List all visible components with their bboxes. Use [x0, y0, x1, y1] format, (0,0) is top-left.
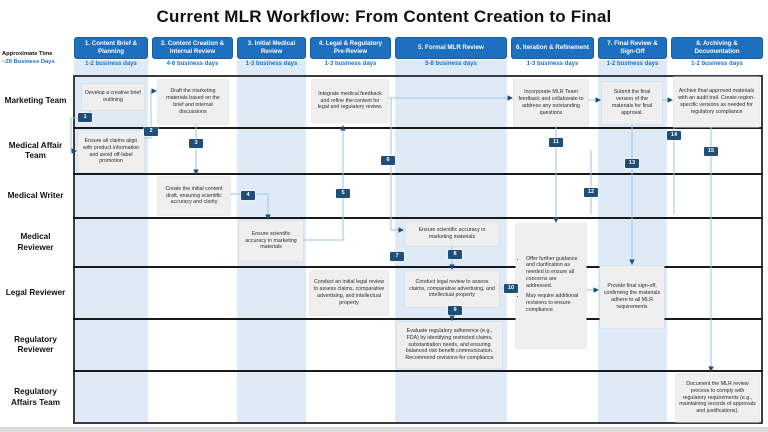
lane-separator: [73, 370, 763, 372]
task-box: Integrate medical feedback and refine th…: [312, 80, 388, 122]
step-badge-7: 7: [390, 251, 404, 261]
stage-header-7: 7. Final Review & Sign-Off: [598, 37, 667, 59]
lane-label-regulatory-affairs-team: Regulatory Affairs Team: [11, 387, 60, 407]
lane-label-medical-writer: Medical Writer: [7, 190, 64, 200]
page-title: Current MLR Workflow: From Content Creat…: [156, 7, 612, 26]
stage-duration-4: 1-3 business days: [324, 61, 377, 67]
step-badge-9: 9: [448, 305, 462, 315]
step-badge-12: 12: [584, 187, 598, 197]
lane-label-regulatory-reviewer: Regulatory Reviewer: [14, 334, 57, 354]
stage-header-2: 2. Content Creation & Internal Review: [152, 37, 233, 59]
stage-header-5: 5. Formal MLR Review: [395, 37, 507, 59]
task-box: Provide final sign-off, confirming the m…: [600, 266, 664, 328]
step-badge-13: 13: [625, 158, 639, 168]
stage-header-4: 4. Legal & Regulatory Pre-Review: [310, 37, 391, 59]
task-box: Ensure scientific accuracy in marketing …: [406, 222, 498, 246]
stage-header-8: 8. Archiving & Documentation: [671, 37, 763, 59]
step-badge-15: 15: [704, 146, 718, 156]
lane-separator: [73, 173, 763, 175]
stage-duration-6: 1-3 business days: [526, 61, 579, 67]
workflow-connector: [144, 88, 158, 139]
workflow-connector: [303, 124, 346, 241]
step-badge-5: 5: [336, 188, 350, 198]
stage-duration-5: 5-8 business days: [425, 61, 477, 67]
task-box: Ensure scientific accuracy in marketing …: [239, 221, 303, 261]
lane-label-medical-reviewer: Medical Reviewer: [17, 232, 54, 252]
task-bullet: May require additional revisions to ensu…: [526, 293, 583, 314]
lane-separator: [73, 217, 763, 219]
step-badge-2: 2: [144, 126, 158, 136]
task-box: Evaluate regulatory adherence (e.g., FDA…: [397, 322, 502, 368]
lane-separator: [73, 318, 763, 320]
lane-label-medical-affair-team: Medical Affair Team: [8, 140, 63, 160]
task-box: Archive final approved materials with an…: [674, 77, 759, 127]
task-box: Ensure all claims align with product inf…: [78, 131, 144, 172]
lane-separator: [73, 266, 763, 268]
slide-bottom-strip: [0, 427, 768, 432]
task-box: Draft the marketing materials based on t…: [158, 80, 228, 124]
task-box: Conduct legal review to assess claims, c…: [405, 271, 499, 307]
step-badge-10: 10: [504, 283, 518, 293]
lane-separator: [73, 127, 763, 129]
lane-label-marketing-team: Marketing Team: [4, 96, 67, 106]
stage-duration-2: 4-6 business days: [166, 61, 219, 67]
stage-duration-8: 1-2 business days: [691, 61, 743, 67]
step-badge-11: 11: [549, 137, 563, 147]
task-box: Document the MLR review process to compl…: [676, 374, 759, 422]
task-box: Create the initial content draft, ensuri…: [158, 177, 230, 215]
task-bullet: Offer further guidance and clarification…: [526, 256, 583, 290]
task-box: Submit the final version of the material…: [602, 82, 662, 124]
stage-header-3: 3. Initial Medical Review: [237, 37, 306, 59]
step-badge-8: 8: [448, 249, 462, 259]
task-box: Incorporate MLR Team feedback and collab…: [514, 80, 588, 126]
stage-header-6: 6. Iteration & Refinement: [511, 37, 594, 59]
approximate-time-label: Approximate Time ~29 Business Days: [2, 51, 72, 67]
approximate-time-line1: Approximate Time: [2, 51, 53, 57]
stage-duration-7: 1-2 business days: [606, 61, 659, 67]
step-badge-3: 3: [189, 138, 203, 148]
task-box: Offer further guidance and clarification…: [516, 224, 586, 348]
lane-label-legal-reviewer: Legal Reviewer: [5, 287, 66, 297]
stage-duration-1: 1-2 business days: [85, 61, 137, 67]
total-business-days: ~29 Business Days: [2, 58, 55, 65]
stage-duration-3: 1-3 business days: [245, 61, 298, 67]
step-badge-4: 4: [241, 190, 255, 200]
step-badge-6: 6: [381, 155, 395, 165]
task-bullet-list: Offer further guidance and clarification…: [519, 256, 583, 317]
swimlane-grid-frame: [73, 75, 763, 424]
step-badge-1: 1: [78, 112, 92, 122]
task-box: Conduct an initial legal review to asses…: [310, 271, 388, 315]
step-badge-14: 14: [667, 130, 681, 140]
task-box: Develop a creative brief outlining: [82, 84, 144, 110]
stage-header-1: 1. Content Brief & Planning: [74, 37, 148, 59]
